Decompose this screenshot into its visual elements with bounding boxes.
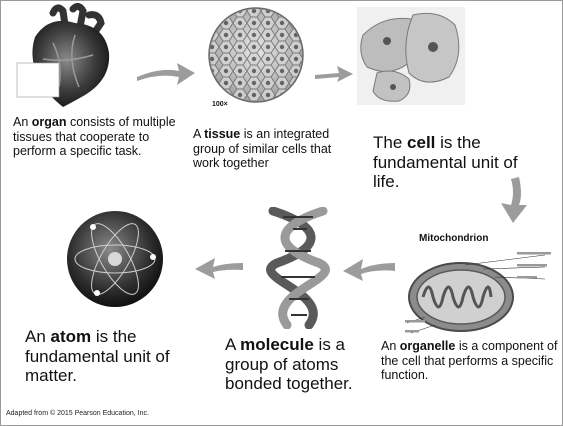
mitochondrion-title: Mitochondrion bbox=[419, 233, 488, 245]
heart-image bbox=[13, 3, 125, 107]
organelle-term: organelle bbox=[400, 339, 456, 353]
copyright-credit: Adapted from © 2015 Pearson Education, I… bbox=[6, 410, 149, 417]
cell-image bbox=[357, 7, 465, 105]
tissue-description: A tissue is an integrated group of simil… bbox=[193, 127, 333, 171]
tissue-term: tissue bbox=[204, 127, 240, 141]
organ-term: organ bbox=[32, 115, 67, 129]
organ-description: An organ consists of multiple tissues th… bbox=[13, 115, 193, 159]
cell-description: The cell is the fundamental unit of life… bbox=[373, 133, 523, 192]
tissue-micrograph bbox=[205, 5, 307, 107]
atom-image bbox=[63, 207, 167, 311]
dna-molecule-image bbox=[263, 207, 335, 329]
arrow-tissue-to-cell bbox=[313, 63, 355, 85]
molecule-term: molecule bbox=[240, 335, 314, 354]
mitochondrion-image bbox=[405, 247, 555, 337]
arrow-organ-to-tissue bbox=[131, 55, 201, 89]
magnification-label: 100× bbox=[212, 101, 228, 109]
atom-description: An atom is the fundamental unit of matte… bbox=[25, 327, 195, 386]
atom-term: atom bbox=[51, 327, 92, 346]
arrow-molecule-to-atom bbox=[193, 253, 247, 281]
cell-term: cell bbox=[407, 133, 435, 152]
arrow-organelle-to-molecule bbox=[341, 253, 399, 283]
organelle-description: An organelle is a component of the cell … bbox=[381, 339, 559, 383]
molecule-description: A molecule is a group of atoms bonded to… bbox=[225, 335, 353, 394]
